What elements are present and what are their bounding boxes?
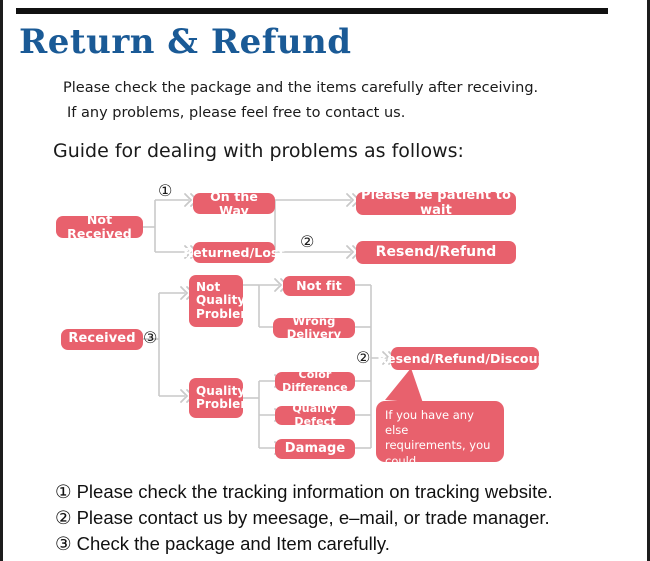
marker-2-bottom: ② xyxy=(356,348,371,367)
footer-text-3: Check the package and Item carefully. xyxy=(76,533,390,554)
node-not-received[interactable]: Not Received xyxy=(56,213,143,241)
footer-text-2: Please contact us by meesage, e–mail, or… xyxy=(76,507,550,528)
marker-3: ③ xyxy=(143,328,158,347)
node-quality-defect[interactable]: Quality Defect xyxy=(275,403,355,427)
callout-tail xyxy=(385,368,423,403)
footer-text-1: Please check the tracking information on… xyxy=(76,481,553,502)
footer-number-3: ③ xyxy=(55,533,72,554)
footer-number-2: ② xyxy=(55,507,72,528)
marker-2-top: ② xyxy=(300,232,315,251)
node-received[interactable]: Received xyxy=(61,329,143,350)
node-not-fit[interactable]: Not fit xyxy=(283,276,355,296)
node-please-be-patient[interactable]: Please be patient to wait xyxy=(356,188,516,217)
node-wrong-delivery[interactable]: Wrong Delivery xyxy=(273,315,355,340)
node-damage[interactable]: Damage xyxy=(275,439,355,459)
node-resend-refund[interactable]: Resend/Refund xyxy=(356,241,516,264)
node-on-the-way[interactable]: On the Way xyxy=(193,189,275,217)
node-resend-refund-discount[interactable]: Resend/Refund/Discount xyxy=(377,347,553,370)
node-quality-problem[interactable]: Quality Problem xyxy=(189,378,253,418)
guide-heading: Guide for dealing with problems as follo… xyxy=(53,140,464,162)
node-not-quality-problem[interactable]: Not Quality Problem xyxy=(189,275,253,327)
node-returned-lost[interactable]: Returned/Lost xyxy=(183,242,285,263)
node-color-difference[interactable]: Color Difference xyxy=(275,369,355,393)
intro-line-1: Please check the package and the items c… xyxy=(63,80,539,96)
page-title: Return & Refund xyxy=(19,22,352,62)
callout-bubble: If you have any else requirements, you c… xyxy=(376,401,504,483)
footer-number-1: ① xyxy=(55,481,72,502)
header-rule xyxy=(16,8,608,14)
marker-1: ① xyxy=(158,181,173,200)
intro-line-2: If any problems, please feel free to con… xyxy=(67,105,406,121)
